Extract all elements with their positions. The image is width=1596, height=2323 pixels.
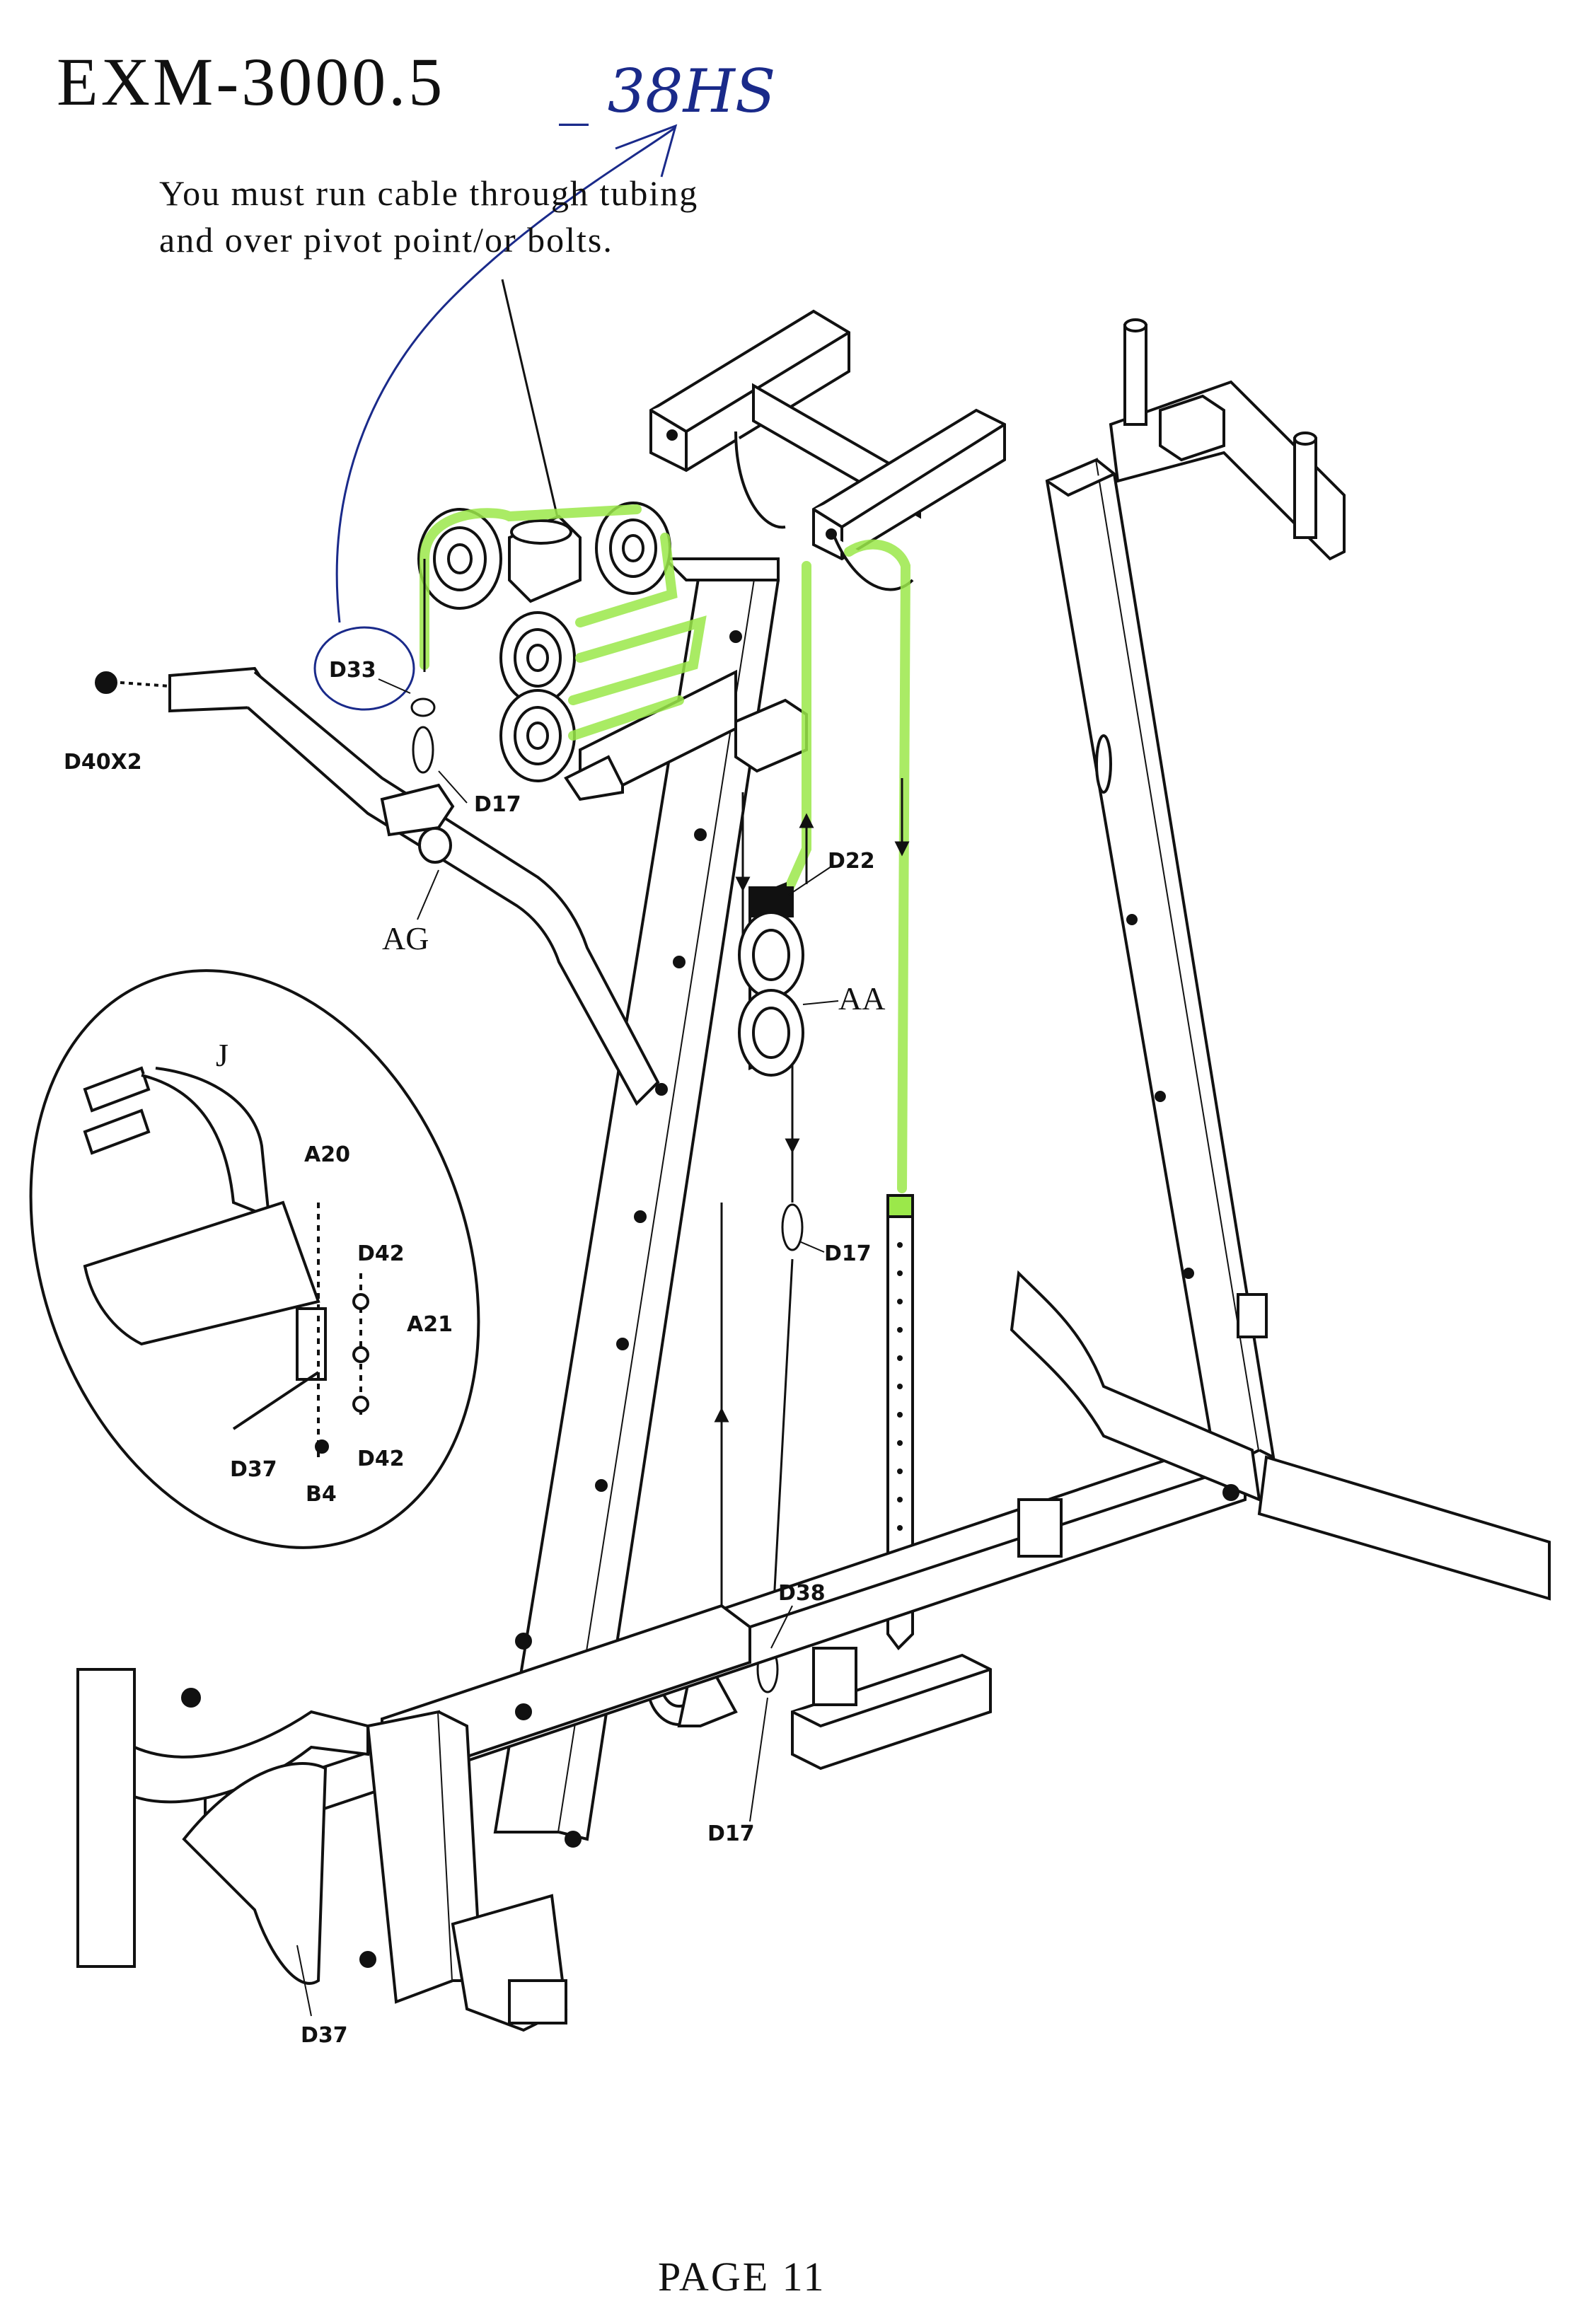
handwritten-note: _ 38HS (559, 57, 776, 126)
base-frame (76, 1270, 1551, 2032)
label-d40x2: D40X2 (64, 750, 142, 775)
pulley-bank (417, 502, 808, 801)
snap-hooks (410, 697, 804, 1693)
label-a20: A20 (304, 1142, 350, 1167)
foot-plate-j (83, 1066, 369, 1457)
label-d17-mid: D17 (824, 1241, 872, 1266)
weight-storage-holder (1109, 318, 1346, 561)
label-d42-bottom: D42 (357, 1447, 405, 1471)
label-d22: D22 (828, 849, 875, 874)
right-column (1045, 458, 1276, 1473)
page-number: PAGE 11 (658, 2254, 826, 2300)
handwritten-arrow (313, 124, 678, 711)
instruction-line-1: You must run cable through tubing (159, 173, 699, 213)
leader-lines (296, 678, 839, 2017)
label-ag: AG (382, 920, 429, 956)
top-crossbar-assembly (649, 309, 1006, 591)
label-d38: D38 (778, 1581, 826, 1606)
weight-guide-rod (886, 1194, 914, 1651)
label-d17-bottom: D17 (707, 1821, 755, 1846)
instruction-leader-line (501, 279, 560, 524)
label-b4: B4 (306, 1482, 337, 1507)
label-a21: A21 (407, 1312, 453, 1337)
label-j: J (216, 1037, 229, 1073)
instruction-line-2: and over pivot point/or bolts. (159, 220, 613, 260)
inset-detail (29, 969, 480, 1549)
lat-bar-ag (95, 666, 660, 1106)
label-d17-top: D17 (474, 792, 521, 817)
label-aa: AA (838, 980, 886, 1016)
label-d42-top: D42 (357, 1241, 405, 1266)
label-d37-bottom: D37 (301, 2023, 348, 2048)
cable-instruction: You must run cable through tubing and ov… (159, 170, 698, 263)
model-title: EXM-3000.5 (57, 44, 446, 120)
main-column (493, 557, 780, 1841)
label-d37-inset: D37 (230, 1457, 277, 1482)
label-d33: D33 (329, 658, 376, 683)
floating-pulley-aa (738, 882, 804, 1077)
